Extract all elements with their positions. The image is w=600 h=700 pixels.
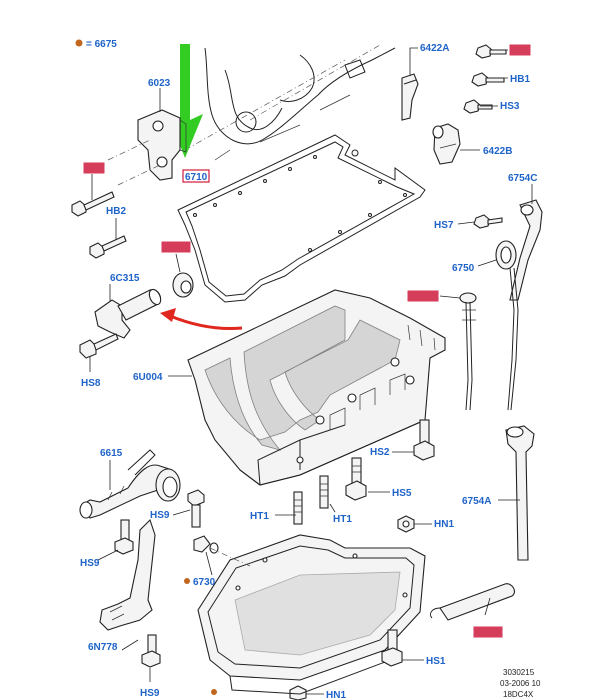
highlight-box-dipstick — [407, 290, 439, 302]
bolt-hs9-center — [187, 489, 205, 528]
footer-code-1: 3030215 — [503, 668, 535, 677]
label-6754c: 6754C — [508, 173, 537, 184]
ref-dot-bottom — [211, 689, 217, 695]
ventilation-tube — [401, 73, 419, 121]
bolt-hs7 — [473, 214, 503, 229]
label-6023: 6023 — [148, 78, 171, 89]
ref-dot-6730 — [184, 578, 190, 584]
oil-pan-lower — [197, 534, 426, 695]
dipstick-6750 — [495, 240, 519, 411]
label-hb2: HB2 — [106, 206, 126, 217]
label-6c315: 6C315 — [110, 273, 140, 284]
baffle-6n778 — [99, 518, 156, 631]
label-hs7: HS7 — [434, 220, 454, 231]
dipstick-tube-6754a — [505, 425, 535, 561]
drain-plug-6730 — [193, 535, 251, 567]
bolt-hs1 — [381, 629, 403, 667]
highlight-box-top-right — [509, 44, 531, 56]
spacer-ring — [172, 272, 194, 298]
label-6422a: 6422A — [420, 43, 449, 54]
leader-lines — [89, 47, 533, 695]
legend-text: = 6675 — [86, 39, 117, 50]
oil-pan-upper — [187, 289, 446, 486]
label-ht1-right: HT1 — [333, 514, 352, 525]
bolt-hs8 — [79, 333, 119, 359]
label-hs9-left: HS9 — [80, 558, 100, 569]
label-hs2: HS2 — [370, 447, 390, 458]
label-6710-box — [182, 169, 210, 183]
red-curved-arrow — [160, 308, 243, 330]
studs-ht1 — [293, 475, 329, 525]
label-6615: 6615 — [100, 448, 123, 459]
label-ht1-left: HT1 — [250, 511, 269, 522]
dipstick-tube-6754c — [509, 199, 543, 301]
label-6422b: 6422B — [483, 146, 512, 157]
label-6710: 6710 — [185, 172, 208, 183]
label-6u004: 6U004 — [133, 372, 163, 383]
highlight-box-left-bolt — [83, 162, 105, 174]
bolt-hs3 — [463, 99, 493, 114]
label-hs8: HS8 — [81, 378, 101, 389]
bolt-upper-left — [71, 191, 115, 217]
label-hn1-upper: HN1 — [434, 519, 454, 530]
oil-pan-gasket — [177, 134, 426, 303]
label-6730: 6730 — [193, 577, 216, 588]
bolt-hb2 — [89, 235, 127, 259]
label-hs9-center: HS9 — [150, 510, 170, 521]
nut-hn1-lower — [289, 685, 307, 700]
label-hs9-bottom: HS9 — [140, 688, 160, 699]
label-6750: 6750 — [452, 263, 475, 274]
bolt-top-right — [475, 44, 507, 59]
engine-block-outline — [184, 44, 396, 161]
level-sensor — [429, 583, 515, 621]
dipstick-rod — [459, 292, 477, 411]
highlight-box-spacer — [161, 241, 191, 253]
valve-6422b — [432, 123, 461, 165]
bolt-hs2 — [413, 419, 435, 461]
bolt-hb1 — [471, 72, 505, 87]
label-hb1: HB1 — [510, 74, 530, 85]
bolt-hs5 — [345, 457, 367, 501]
label-hs1: HS1 — [426, 656, 446, 667]
highlight-box-sensor — [473, 626, 503, 638]
footer-code-2: 03-2006 10 — [500, 679, 541, 688]
sensor-6c315 — [94, 288, 162, 339]
legend-dot — [75, 39, 83, 47]
label-hs5: HS5 — [392, 488, 412, 499]
oil-pickup-tube — [79, 449, 181, 519]
label-6n778: 6N778 — [88, 642, 118, 653]
nut-hn1-upper — [397, 515, 415, 533]
label-6754a: 6754A — [462, 496, 491, 507]
label-hs3: HS3 — [500, 101, 520, 112]
bracket-6023 — [107, 109, 187, 186]
footer-code-3: 18DC4X — [503, 690, 534, 699]
bolt-hs9-bottom — [141, 634, 161, 668]
label-hn1-lower: HN1 — [326, 690, 346, 700]
highlight-boxes — [83, 44, 531, 638]
bolt-hs9-left — [114, 519, 134, 555]
